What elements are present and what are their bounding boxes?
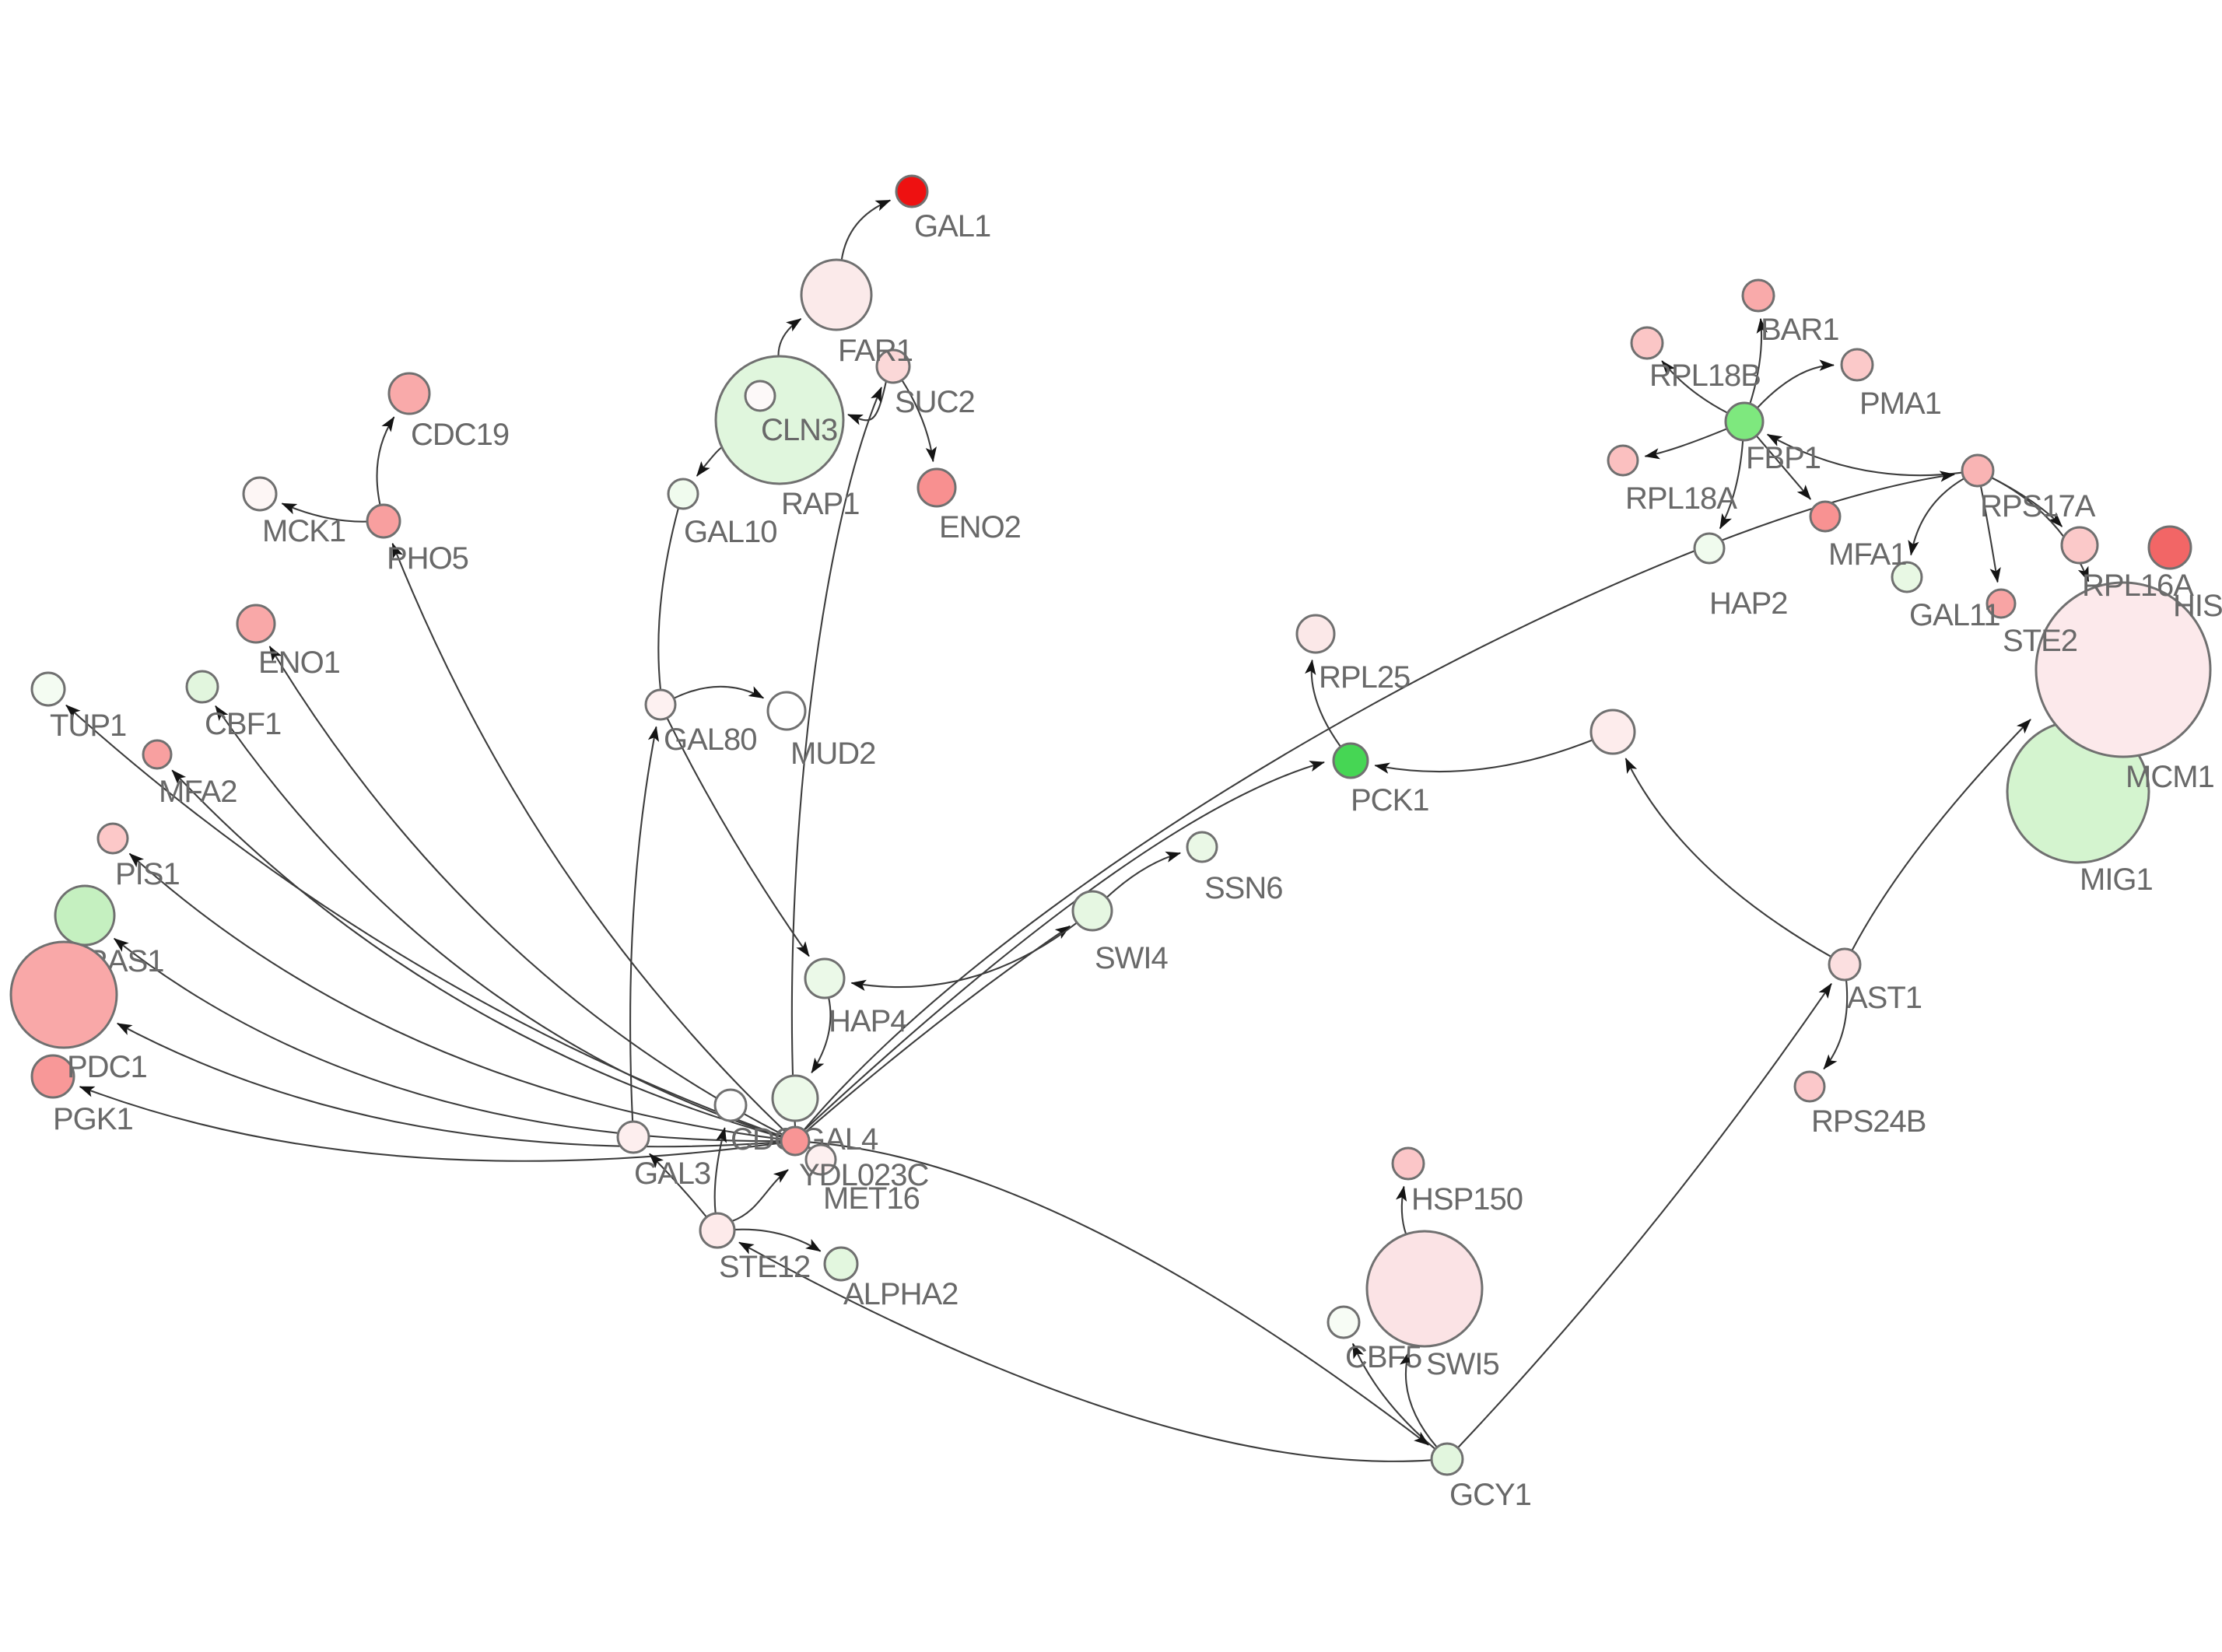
svg-text:MUD2: MUD2 [790,737,875,771]
svg-text:CBF5: CBF5 [1345,1340,1421,1374]
svg-text:MCM1: MCM1 [2126,760,2214,794]
svg-text:CDC19: CDC19 [411,418,509,452]
svg-text:RPL18B: RPL18B [1649,359,1761,393]
svg-text:SUC2: SUC2 [895,385,975,419]
svg-text:RAP1: RAP1 [781,487,860,521]
svg-text:MFA2: MFA2 [159,775,237,809]
svg-text:BAR1: BAR1 [1761,313,1839,347]
svg-text:CLN3: CLN3 [761,413,837,447]
svg-text:GCY1: GCY1 [1449,1478,1531,1512]
svg-text:HSP150: HSP150 [1411,1182,1523,1216]
svg-text:GAL1: GAL1 [914,209,990,243]
svg-text:SWI5: SWI5 [1426,1347,1499,1381]
svg-text:STE2: STE2 [2003,624,2077,658]
svg-text:MET16: MET16 [823,1181,920,1216]
svg-text:SWI4: SWI4 [1095,941,1169,975]
svg-text:HAP2: HAP2 [1709,586,1788,621]
svg-text:ALPHA2: ALPHA2 [843,1277,958,1311]
svg-text:PMA1: PMA1 [1859,387,1941,421]
svg-text:SSN6: SSN6 [1204,871,1283,905]
svg-text:PHO5: PHO5 [387,541,468,576]
svg-text:MIG1: MIG1 [2080,863,2153,897]
svg-text:PGK1: PGK1 [53,1102,133,1136]
svg-text:RPL25: RPL25 [1319,660,1410,695]
svg-text:HIS4: HIS4 [2173,589,2222,623]
svg-text:CBF1: CBF1 [205,707,281,741]
svg-text:ENO2: ENO2 [939,510,1021,544]
svg-text:HAP4: HAP4 [829,1004,907,1038]
svg-text:GAL80: GAL80 [664,723,757,757]
svg-text:RPS17A: RPS17A [1980,489,2096,523]
svg-text:RPL16A: RPL16A [2082,569,2194,603]
svg-text:AST1: AST1 [1847,981,1922,1015]
svg-text:PDC1: PDC1 [67,1050,147,1084]
svg-text:FAR1: FAR1 [838,334,913,368]
svg-text:FBP1: FBP1 [1746,441,1821,475]
svg-text:GAL10: GAL10 [684,515,777,549]
svg-text:GAL3: GAL3 [634,1157,710,1191]
svg-text:TUP1: TUP1 [50,709,126,743]
svg-text:PIS1: PIS1 [115,857,180,891]
svg-text:ENO1: ENO1 [258,646,340,680]
svg-text:YDL023C: YDL023C [799,1158,929,1192]
svg-text:RPL18A: RPL18A [1625,481,1737,516]
svg-text:GAL11: GAL11 [1909,598,2000,632]
svg-text:RPS24B: RPS24B [1811,1104,1926,1139]
svg-text:STE12: STE12 [719,1250,810,1284]
svg-text:MFA1: MFA1 [1828,537,1906,572]
svg-text:PCK1: PCK1 [1351,783,1429,817]
svg-text:MCK1: MCK1 [262,514,345,548]
